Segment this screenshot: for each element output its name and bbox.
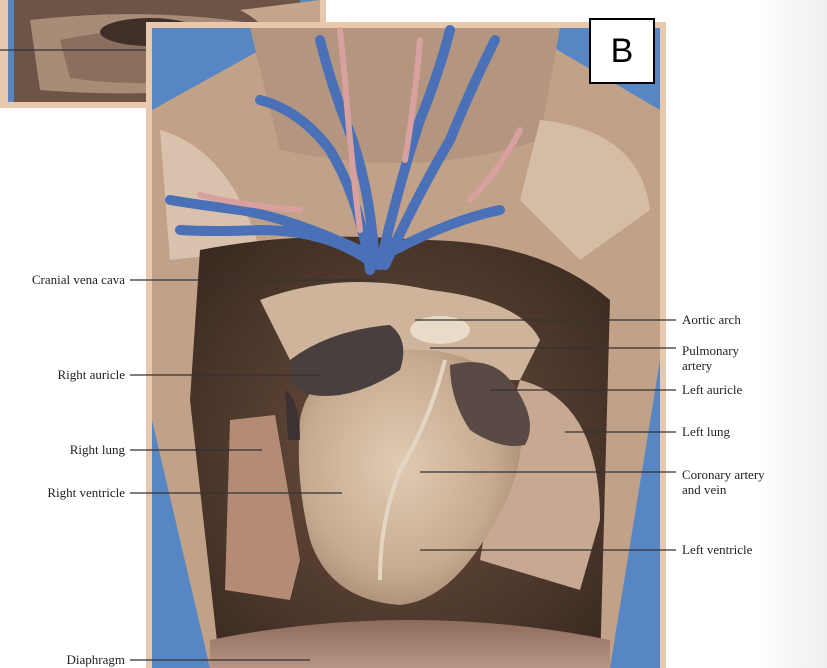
main-photo (146, 22, 666, 668)
panel-letter: B (589, 18, 655, 84)
label-coronary-line2: and vein (682, 482, 727, 497)
label-left-auricle: Left auricle (682, 382, 743, 397)
label-left-lung: Left lung (682, 424, 731, 439)
label-right-lung: Right lung (69, 442, 125, 457)
label-coronary-line1: Coronary artery (682, 467, 765, 482)
leader-lines (130, 279, 676, 661)
right-margin (760, 0, 827, 668)
label-pulmonary-line2: artery (682, 358, 713, 373)
label-right-auricle: Right auricle (57, 367, 125, 382)
label-right-ventricle: Right ventricle (47, 485, 125, 500)
label-aortic-arch: Aortic arch (682, 312, 741, 327)
label-pulmonary-line1: Pulmonary (682, 343, 740, 358)
label-diaphragm: Diaphragm (66, 652, 125, 667)
label-cranial-vena-cava: Cranial vena cava (31, 272, 125, 287)
label-left-ventricle: Left ventricle (682, 542, 753, 557)
